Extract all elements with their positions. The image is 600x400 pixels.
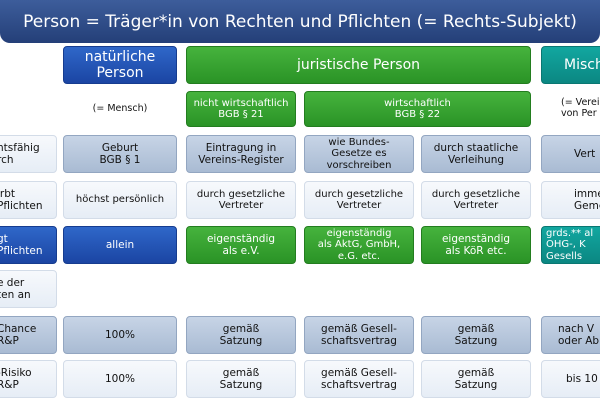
cell-r6-economic-a: gemäß Gesell- schaftsvertrag: [304, 360, 414, 398]
row-label-4: e der ten an: [0, 270, 57, 308]
cell-r6-non-economic: gemäß Satzung: [186, 360, 296, 398]
header-economic: wirtschaftlich BGB § 22: [304, 91, 531, 127]
cell-r2-mixed: imme Gemein: [541, 181, 600, 219]
row-label-6: -Risiko R&P: [0, 360, 57, 398]
cell-r5-mixed: nach V oder Ab: [541, 316, 600, 354]
cell-r1-mixed: Vert: [541, 135, 600, 173]
cell-r5-natural: 100%: [63, 316, 177, 354]
subheader-natural: (= Mensch): [92, 102, 148, 114]
cell-r1-natural: Geburt BGB § 1: [63, 135, 177, 173]
header-juristic-person: juristische Person: [186, 46, 531, 84]
cell-r5-non-economic: gemäß Satzung: [186, 316, 296, 354]
row-label-1: htsfähig rch: [0, 135, 57, 173]
cell-r2-economic-a: durch gesetzliche Vertreter: [304, 181, 414, 219]
cell-r3-natural: allein: [63, 226, 177, 264]
cell-r6-natural: 100%: [63, 360, 177, 398]
row-label-3: gt Pflichten: [0, 226, 57, 264]
cell-r5-economic-b: gemäß Satzung: [421, 316, 531, 354]
header-natural-person: natürliche Person: [63, 46, 177, 84]
cell-r2-non-economic: durch gesetzliche Vertreter: [186, 181, 296, 219]
page-title: Person = Träger*in von Rechten und Pflic…: [0, 0, 600, 43]
cell-r3-economic-b: eigenständig als KöR etc.: [421, 226, 531, 264]
header-non-economic: nicht wirtschaftlich BGB § 21: [186, 91, 296, 127]
cell-r1-economic-a: wie Bundes- Gesetze es vorschreiben: [304, 135, 414, 173]
cell-r3-non-economic: eigenständig als e.V.: [186, 226, 296, 264]
cell-r5-economic-a: gemäß Gesell- schaftsvertrag: [304, 316, 414, 354]
row-label-5: Chance R&P: [0, 316, 57, 354]
header-mixed: Misch: [541, 46, 600, 84]
cell-r6-economic-b: gemäß Satzung: [421, 360, 531, 398]
cell-r6-mixed: bis 10: [541, 360, 600, 398]
row-label-2: irbt Pflichten: [0, 181, 57, 219]
cell-r2-natural: höchst persönlich: [63, 181, 177, 219]
cell-r1-non-economic: Eintragung in Vereins-Register: [186, 135, 296, 173]
cell-r2-economic-b: durch gesetzliche Vertreter: [421, 181, 531, 219]
cell-r1-economic-b: durch staatliche Verleihung: [421, 135, 531, 173]
cell-r3-mixed: grds.** al OHG-, K Gesells: [541, 226, 600, 264]
cell-r3-economic-a: eigenständig als AktG, GmbH, e.G. etc.: [304, 226, 414, 264]
subheader-mixed: (= Verei von Per: [561, 97, 600, 119]
